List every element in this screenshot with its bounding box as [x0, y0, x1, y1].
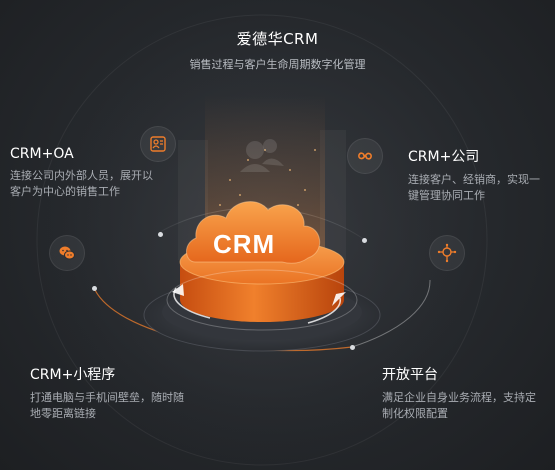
feature-description: 连接客户、经销商，实现一键管理协同工作	[408, 173, 540, 202]
link-icon-ring	[347, 138, 383, 174]
crm-logo-text: CRM	[213, 229, 276, 259]
arrow-right-icon	[332, 292, 346, 306]
chat-icon	[59, 246, 75, 260]
feature-title: 开放平台	[382, 367, 438, 383]
connector-dot-company	[362, 238, 367, 243]
feature-description: 满足企业自身业务流程，支持定制化权限配置	[382, 391, 536, 420]
feature-title: CRM+小程序	[30, 367, 116, 383]
feature-crm-oa: CRM+OA 连接公司内外部人员，展开以客户为中心的销售工作	[10, 146, 160, 200]
feature-crm-miniprogram: CRM+小程序 打通电脑与手机间壁垒，随时随地零距离链接	[30, 364, 190, 422]
feature-description: 打通电脑与手机间壁垒，随时随地零距离链接	[30, 391, 184, 420]
feature-title: CRM+公司	[408, 149, 480, 165]
users-icon	[240, 139, 284, 172]
contact-card-icon-ring	[140, 126, 176, 162]
feature-crm-company: CRM+公司 连接客户、经销商，实现一键管理协同工作	[408, 146, 548, 204]
connector-dot-miniprogram	[92, 286, 97, 291]
feature-description: 连接公司内外部人员，展开以客户为中心的销售工作	[10, 169, 153, 198]
contact-card-icon	[150, 136, 166, 152]
feature-title: CRM+OA	[10, 146, 74, 162]
arrow-left-icon	[172, 284, 184, 296]
network-icon	[437, 243, 457, 263]
page-subtitle: 销售过程与客户生命周期数字化管理	[189, 58, 366, 71]
connector-dot-platform	[350, 345, 355, 350]
page-title: 爱德华CRM	[236, 30, 319, 48]
feature-open-platform: 开放平台 满足企业自身业务流程，支持定制化权限配置	[382, 364, 542, 422]
link-icon	[358, 152, 372, 160]
network-icon-ring	[429, 235, 465, 271]
connector-dot-oa	[158, 232, 163, 237]
chat-icon-ring	[49, 235, 85, 271]
